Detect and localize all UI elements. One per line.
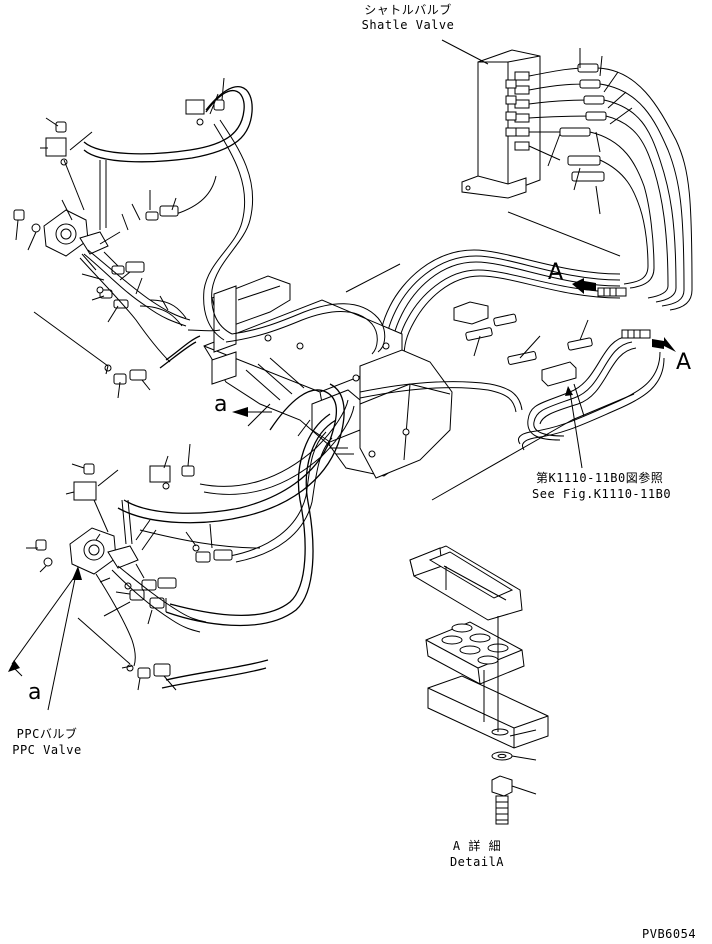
view-a-label-right: A (548, 260, 564, 285)
see-fig-label-en: See Fig.K1110-11B0 (532, 487, 672, 501)
tube-bundle-right (589, 67, 693, 311)
tube-bundle-middle (379, 249, 665, 451)
see-fig-arrowhead (565, 386, 573, 396)
arrow-a-upper (232, 407, 272, 417)
view-a-label-left: A (676, 350, 692, 375)
detail-a-view (409, 545, 549, 825)
detail-a-label-jp: A 詳 細 (452, 839, 502, 853)
arrow-a-lower (8, 571, 79, 677)
shuttle-valve-label-en: Shatle Valve (361, 18, 455, 32)
ppc-valve-upper (13, 77, 225, 399)
see-fig-leader (569, 391, 583, 469)
see-fig-label-jp: 第K1110-11B0図参照 (536, 471, 664, 485)
ppc-valve-lower (26, 443, 233, 691)
shuttle-valve (441, 39, 633, 215)
drawing-code: PVB6054 (642, 927, 697, 941)
connector-a-lower (621, 329, 676, 352)
middle-manifold (453, 301, 593, 417)
arrow-a-label-upper: a (214, 392, 228, 417)
detail-a-label-en: DetailA (449, 855, 505, 869)
hoses-upper (83, 86, 386, 369)
ppc-valve-label-en: PPC Valve (12, 743, 82, 757)
shuttle-valve-label-jp: シャトルバルブ (364, 3, 452, 17)
ppc-valve-leader (47, 566, 82, 711)
connector-a-upper (572, 278, 627, 297)
arrow-a-label-lower: a (28, 680, 42, 705)
ppc-valve-label-jp: PPCバルブ (16, 727, 78, 741)
